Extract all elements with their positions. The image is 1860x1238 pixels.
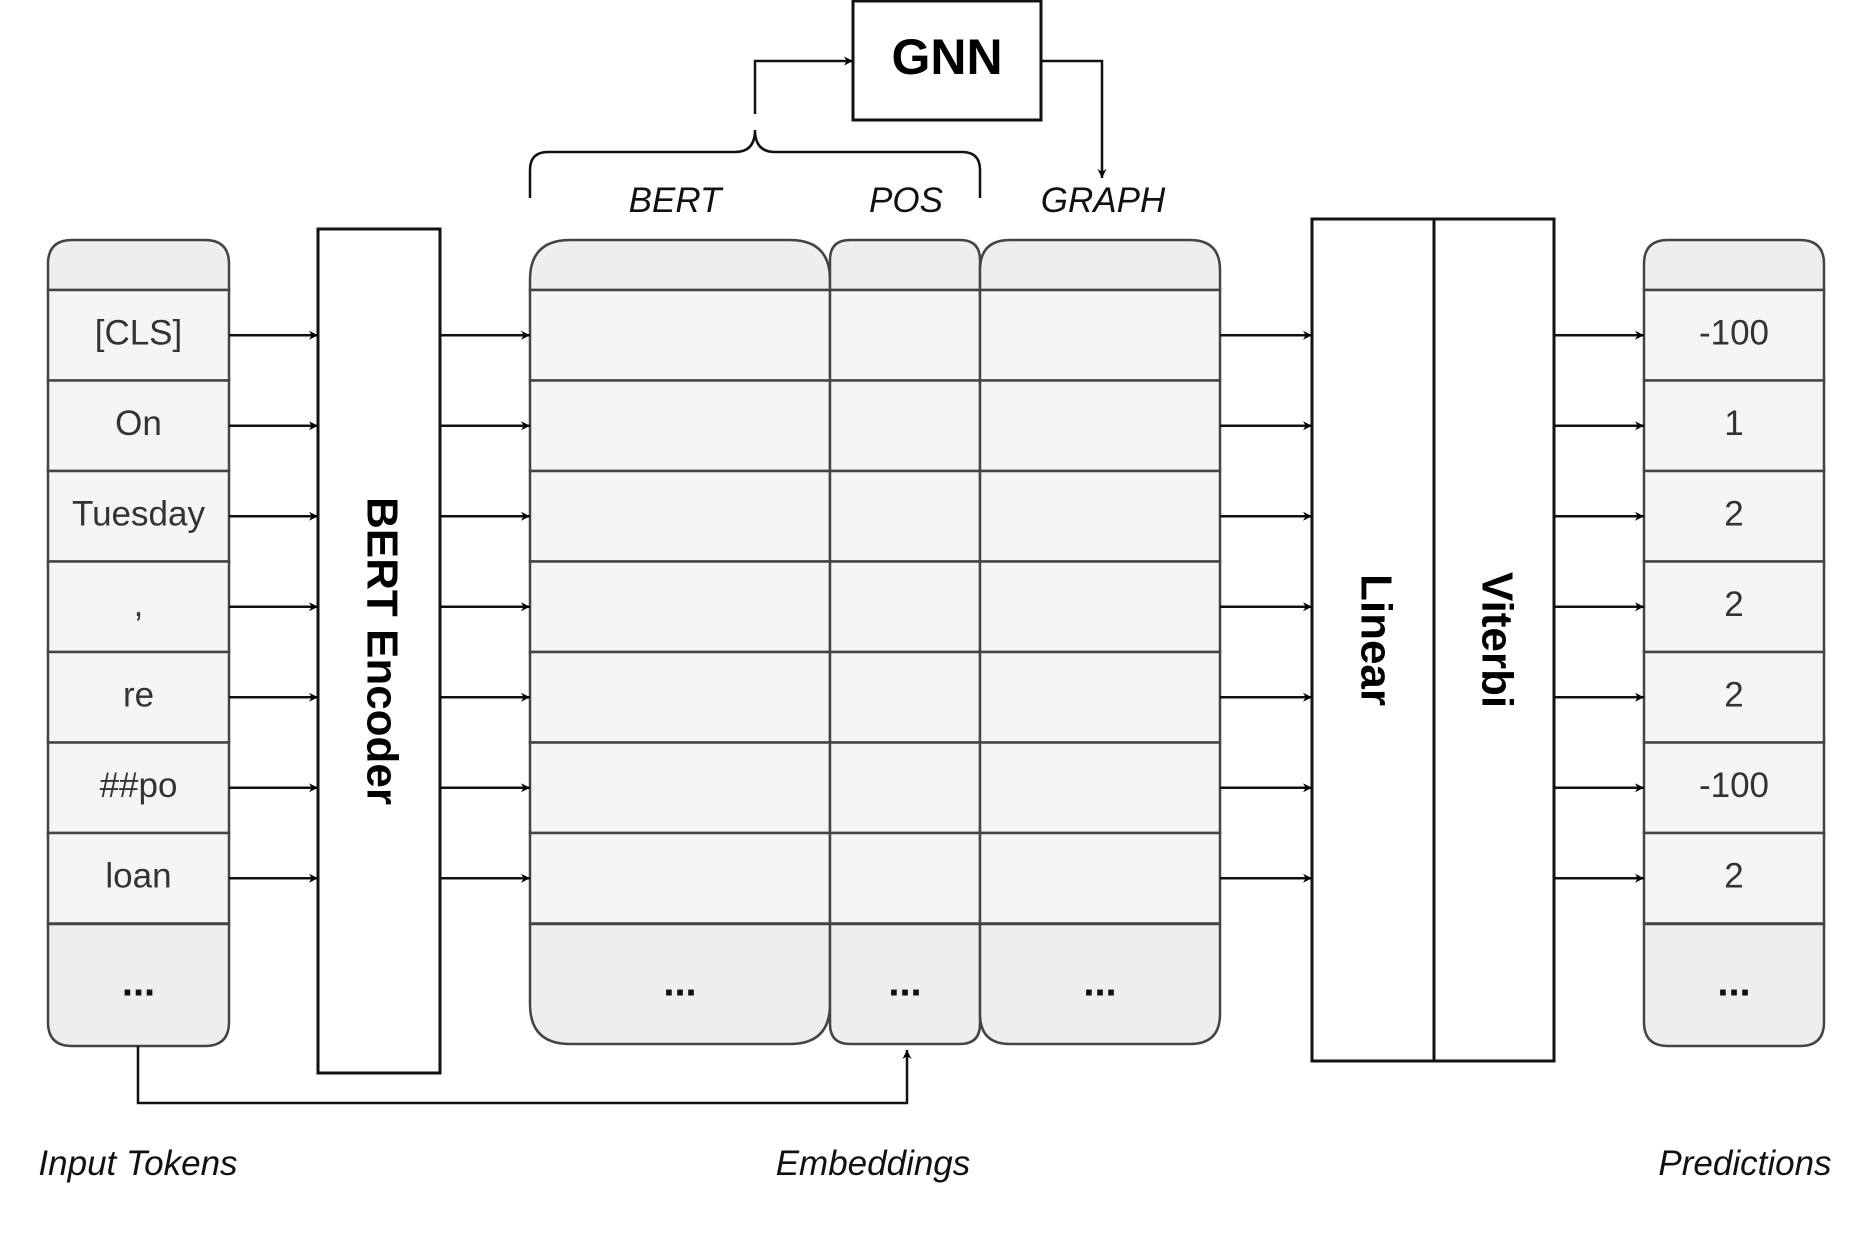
prediction-value: 1 (1724, 404, 1743, 443)
prediction-cell (1642, 650, 1826, 744)
graph-embedding-cell (978, 560, 1222, 654)
prediction-cell (1642, 469, 1826, 563)
input-token-label: loan (105, 857, 171, 896)
input-token-label: re (123, 676, 154, 715)
prediction-value: 2 (1724, 676, 1743, 715)
bert-embedding-header (528, 238, 832, 292)
input-token-cell (46, 469, 231, 563)
brace-to-gnn-arrow (753, 56, 853, 114)
input-token-label: [CLS] (95, 314, 183, 353)
prediction-cell (1642, 288, 1826, 382)
graph-embedding-ellipsis: ... (1083, 961, 1116, 1005)
viterbi-to-predictions-arrows (1554, 330, 1644, 883)
pos-embedding-ellipsis: ... (888, 961, 921, 1005)
bert-embedding-cell (528, 741, 832, 835)
input-token-label: , (134, 585, 144, 624)
prediction-value: 2 (1724, 857, 1743, 896)
viterbi-box (1432, 217, 1556, 1063)
input-token-cell (46, 379, 231, 473)
input-token-label: Tuesday (72, 495, 205, 534)
prediction-cell (1642, 560, 1826, 654)
prediction-value: -100 (1699, 766, 1769, 805)
prediction-cell (1642, 379, 1826, 473)
input-column-footer (46, 922, 231, 1048)
bert-embedding-cell (528, 560, 832, 654)
predictions-column-footer (1642, 922, 1826, 1048)
embeddings-caption: Embeddings (776, 1144, 971, 1183)
pos-embedding-cell (828, 379, 982, 473)
input-to-pos-connector (136, 1046, 912, 1105)
prediction-value: -100 (1699, 314, 1769, 353)
predictions-column: -100 1 2 2 2 -100 2 ... (1642, 238, 1826, 1048)
bert-embedding-cell (528, 831, 832, 925)
input-to-encoder-arrows (229, 330, 318, 883)
predictions-ellipsis: ... (1717, 961, 1750, 1005)
input-tokens-caption: Input Tokens (38, 1144, 237, 1183)
linear-viterbi-block: Linear Viterbi (1310, 217, 1556, 1063)
linear-label: Linear (1351, 574, 1400, 706)
viterbi-label: Viterbi (1472, 572, 1521, 708)
prediction-value: 2 (1724, 585, 1743, 624)
prediction-value: 2 (1724, 495, 1743, 534)
encoder-to-embeddings-arrows (440, 330, 530, 883)
bert-encoder-block: BERT Encoder (316, 227, 442, 1075)
input-token-label: On (115, 404, 162, 443)
graph-embedding-cell (978, 741, 1222, 835)
predictions-caption: Predictions (1658, 1144, 1831, 1183)
bert-encoder-label: BERT Encoder (357, 497, 406, 805)
graph-embedding-heading: GRAPH (1041, 181, 1166, 220)
bert-embedding-cell (528, 650, 832, 744)
graph-embedding-cell (978, 469, 1222, 563)
input-token-cell (46, 288, 231, 382)
pos-embedding-footer (828, 922, 982, 1046)
bert-embedding-ellipsis: ... (663, 961, 696, 1005)
linear-box (1310, 217, 1436, 1063)
pos-embedding-cell (828, 831, 982, 925)
gnn-block: GNN (851, 0, 1043, 122)
graph-embedding-cell (978, 379, 1222, 473)
bert-embedding-cell (528, 469, 832, 563)
pos-embedding-cell (828, 741, 982, 835)
pos-embedding-cell (828, 288, 982, 382)
pos-embedding-cell (828, 560, 982, 654)
bert-embedding-heading: BERT (629, 181, 724, 220)
input-token-label: ##po (100, 766, 178, 805)
graph-embedding-footer (978, 922, 1222, 1046)
graph-embedding-cell (978, 831, 1222, 925)
input-token-cell (46, 741, 231, 835)
graph-embedding-cell (978, 288, 1222, 382)
predictions-column-header (1642, 238, 1826, 292)
prediction-cell (1642, 831, 1826, 925)
gnn-to-graph-arrow (1041, 59, 1107, 178)
bert-embedding-cell (528, 288, 832, 382)
pos-embedding-cell (828, 469, 982, 563)
graph-embedding-header (978, 238, 1222, 292)
graph-embedding-cell (978, 650, 1222, 744)
embeddings-block: ... ... ... BERT POS GRAPH (528, 181, 1222, 1046)
embeddings-to-linear-arrows (1220, 330, 1312, 883)
pos-embedding-cell (828, 650, 982, 744)
bert-embedding-cell (528, 379, 832, 473)
pos-embedding-heading: POS (869, 181, 943, 220)
input-column-header (46, 238, 231, 292)
gnn-label: GNN (891, 29, 1002, 85)
input-ellipsis: ... (122, 961, 155, 1005)
embedding-brace (528, 129, 982, 198)
pos-embedding-header (828, 238, 982, 292)
